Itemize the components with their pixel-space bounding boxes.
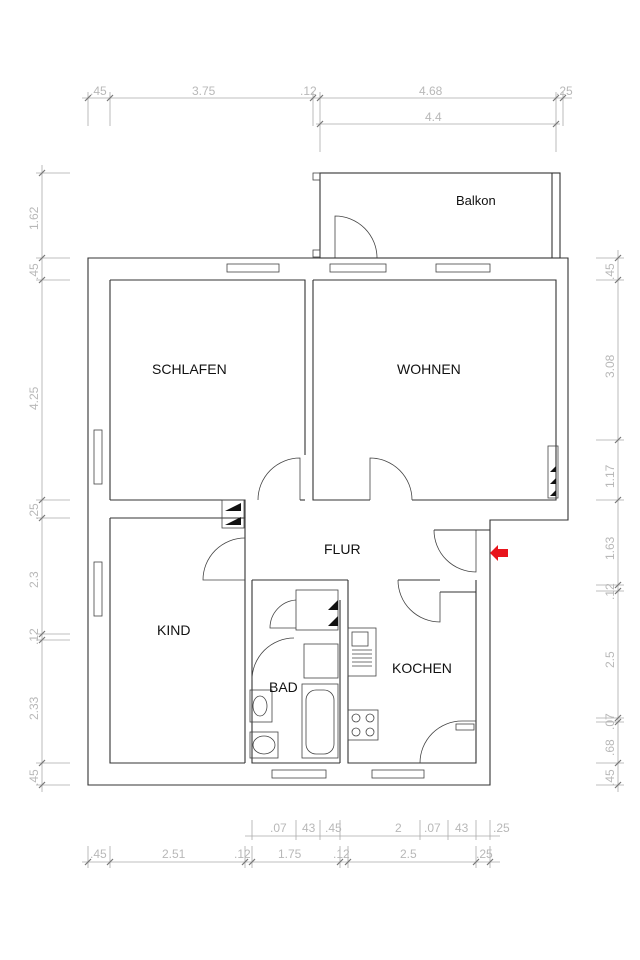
dim-bottom-2: 43 (302, 821, 316, 835)
child-room (110, 517, 246, 763)
dim-bottom2-4: 1.75 (278, 847, 302, 861)
dim-bottom-5: .07 (424, 821, 441, 835)
dim-left-2: .45 (27, 263, 41, 280)
dim-bottom2-3: .12 (234, 847, 251, 861)
dimension-top: .45 3.75 .12 4.68 .25 4.4 (82, 84, 573, 152)
dim-top-1: .45 (90, 84, 107, 98)
dim-right-2: 3.08 (603, 354, 617, 378)
dim-left-4: .25 (27, 503, 41, 520)
dim-bottom2-6: 2.5 (400, 847, 417, 861)
room-label-child: KIND (157, 622, 190, 638)
dim-top-balcony: 4.4 (425, 110, 442, 124)
entrance-arrow-icon (490, 545, 508, 561)
dim-right-6: 2.5 (603, 651, 617, 668)
dim-bottom-7: .25 (493, 821, 510, 835)
dim-top-4: 4.68 (419, 84, 443, 98)
dimension-left: 1.62 .45 4.25 .25 2.3 .12 2.33 .45 (27, 165, 70, 792)
dim-bottom2-2: 2.51 (162, 847, 186, 861)
dim-left-3: 4.25 (27, 386, 41, 410)
hall (252, 529, 490, 592)
dim-left-6: .12 (27, 628, 41, 645)
dim-top-3: .12 (300, 84, 317, 98)
dim-bottom2-1: .45 (90, 847, 107, 861)
kitchen (347, 579, 477, 764)
room-label-hall: FLUR (324, 541, 361, 557)
dim-right-8: .68 (603, 739, 617, 756)
dim-right-5: .12 (603, 583, 617, 600)
dim-left-7: 2.33 (27, 696, 41, 720)
vent-symbols (221, 445, 559, 626)
dim-right-9: .45 (603, 769, 617, 786)
bedroom (110, 279, 306, 518)
room-label-kitchen: KOCHEN (392, 660, 452, 676)
dim-right-1: .45 (603, 263, 617, 280)
dim-bottom2-7: .25 (476, 847, 493, 861)
windows (93, 263, 491, 779)
bathroom (249, 580, 341, 764)
dim-bottom-4: 2 (395, 821, 402, 835)
dim-bottom-1: .07 (270, 821, 287, 835)
room-label-bedroom: SCHLAFEN (152, 361, 227, 377)
dim-right-3: 1.17 (603, 464, 617, 488)
room-label-bath: BAD (269, 679, 298, 695)
dim-bottom-3: .45 (325, 821, 342, 835)
outer-walls (87, 257, 569, 786)
dim-right-4: 1.63 (603, 536, 617, 560)
dimension-right: .45 3.08 1.17 1.63 .12 2.5 .07 .68 .45 (596, 250, 624, 792)
dim-top-5: .25 (556, 84, 573, 98)
room-label-living: WOHNEN (397, 361, 461, 377)
dimension-bottom: .07 43 .45 2 .07 43 .25 .45 2.51 .12 1.7… (82, 820, 510, 868)
dim-bottom-6: 43 (455, 821, 469, 835)
dim-left-5: 2.3 (27, 571, 41, 588)
balcony (312, 172, 561, 259)
living-room (312, 279, 557, 501)
dim-top-2: 3.75 (192, 84, 216, 98)
room-label-balcony: Balkon (456, 193, 496, 208)
dim-right-7: .07 (603, 713, 617, 730)
dim-left-8: .45 (27, 769, 41, 786)
dim-left-1: 1.62 (27, 206, 41, 230)
dim-bottom2-5: .12 (333, 847, 350, 861)
